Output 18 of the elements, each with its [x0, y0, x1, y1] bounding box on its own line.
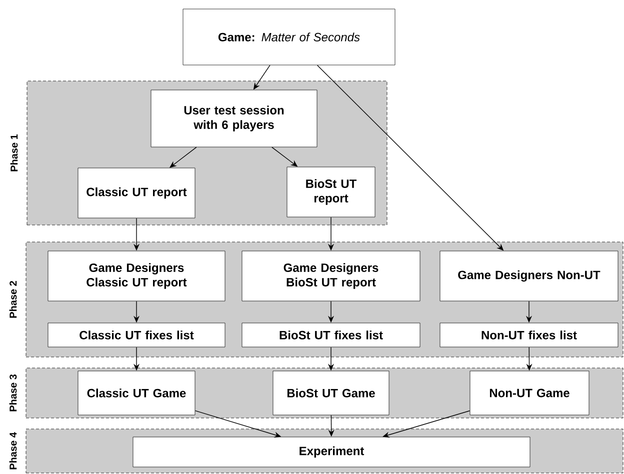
process-box: Game Designers Classic UT report	[48, 250, 226, 302]
process-box: Game Designers BioSt UT report	[242, 250, 420, 302]
game-box: BioSt UT Game	[272, 370, 390, 416]
list-box: Classic UT fixes list	[48, 322, 226, 348]
phase-label: Phase 1	[10, 134, 18, 172]
title-box: Game: Matter of Seconds	[182, 8, 396, 66]
phase-label: Phase 4	[9, 432, 17, 470]
process-box: User test session with 6 players	[150, 90, 318, 148]
process-box: Experiment	[132, 436, 530, 468]
list-box: Non-UT fixes list	[440, 322, 618, 348]
report-box: Classic UT report	[78, 168, 196, 218]
phase-label: Phase 2	[9, 281, 17, 318]
report-box: BioSt UT report	[286, 166, 376, 218]
phase-label: Phase 3	[9, 374, 17, 412]
game-box: Non-UT Game	[470, 370, 590, 416]
game-box: Classic UT Game	[78, 370, 196, 416]
list-box: BioSt UT fixes list	[242, 322, 420, 348]
process-box: Game Designers Non-UT	[440, 250, 618, 302]
